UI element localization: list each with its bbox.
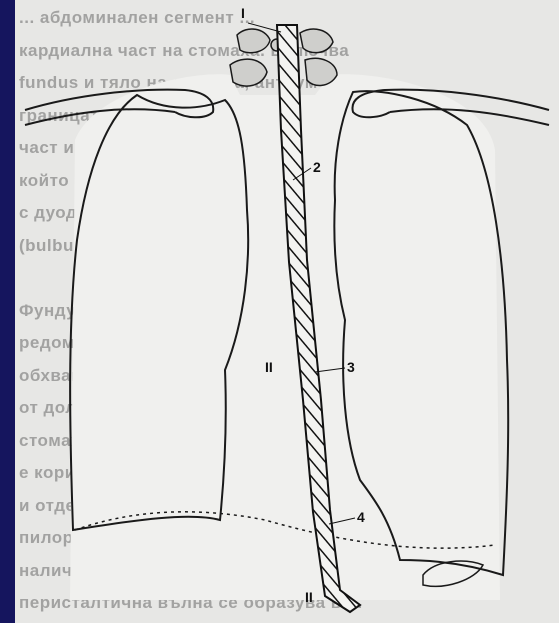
label-region-II-lower: II xyxy=(305,589,313,605)
label-2: 2 xyxy=(313,159,321,175)
label-region-II-upper: II xyxy=(265,359,273,375)
label-4: 4 xyxy=(357,509,365,525)
label-3: 3 xyxy=(347,359,355,375)
scanned-page: ... абдоминален сегмент ...кардиална час… xyxy=(15,0,559,623)
label-1: I xyxy=(241,5,245,21)
esophagus-anatomy-diagram: I 2 3 4 II II xyxy=(15,0,559,623)
